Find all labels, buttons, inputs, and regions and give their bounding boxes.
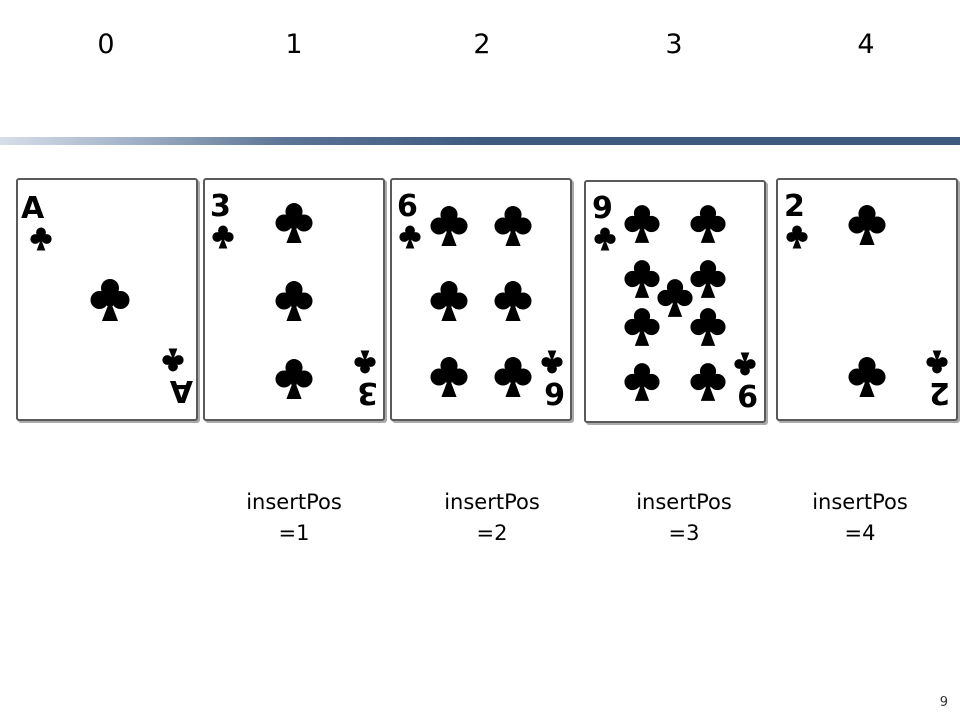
insert-pos-label-3: insertPos =3 xyxy=(604,487,764,549)
club-icon xyxy=(848,205,886,245)
card-rank-inverted: 3 xyxy=(357,375,378,410)
club-icon xyxy=(494,357,532,397)
insert-pos-name: insertPos xyxy=(246,490,342,514)
club-icon xyxy=(494,206,532,246)
club-icon xyxy=(275,203,313,243)
club-icon xyxy=(430,357,468,397)
club-icon xyxy=(430,281,468,321)
club-icon xyxy=(624,260,660,298)
club-icon xyxy=(690,363,726,401)
index-3: 3 xyxy=(665,29,683,60)
title-divider xyxy=(0,137,960,145)
card-rank: 3 xyxy=(210,189,231,224)
card-rank-inverted: 9 xyxy=(737,377,758,412)
card-rank: 6 xyxy=(397,189,418,224)
club-icon xyxy=(275,281,313,321)
club-icon xyxy=(690,205,726,243)
club-icon xyxy=(734,352,756,376)
index-4: 4 xyxy=(857,29,875,60)
club-icon xyxy=(541,350,563,374)
insert-pos-name: insertPos xyxy=(636,490,732,514)
club-icon xyxy=(90,279,130,321)
insert-pos-value: =4 xyxy=(844,521,876,545)
club-icon xyxy=(624,308,660,346)
club-icon xyxy=(212,225,234,249)
card-rank-inverted: A xyxy=(169,373,193,408)
club-icon xyxy=(354,350,376,374)
card-nine-of-clubs: 9 9 xyxy=(584,180,766,423)
club-icon xyxy=(594,227,616,251)
club-icon xyxy=(848,357,886,397)
insert-pos-value: =2 xyxy=(476,521,508,545)
club-icon xyxy=(399,225,421,249)
insert-pos-name: insertPos xyxy=(812,490,908,514)
club-icon xyxy=(624,205,660,243)
insert-pos-name: insertPos xyxy=(444,490,540,514)
insert-pos-label-4: insertPos =4 xyxy=(780,487,940,549)
card-rank-inverted: 6 xyxy=(544,375,565,410)
card-rank: 2 xyxy=(784,189,805,224)
card-ace-of-clubs: A A xyxy=(16,178,198,421)
club-icon xyxy=(690,260,726,298)
insert-pos-label-1: insertPos =1 xyxy=(214,487,374,549)
club-icon xyxy=(657,279,693,317)
insert-pos-value: =3 xyxy=(668,521,700,545)
insert-pos-label-2: insertPos =2 xyxy=(412,487,572,549)
club-icon xyxy=(275,359,313,399)
club-icon xyxy=(430,206,468,246)
insert-pos-value: =1 xyxy=(278,521,310,545)
index-1: 1 xyxy=(285,29,303,60)
card-rank: A xyxy=(21,191,45,226)
page-number: 9 xyxy=(939,695,948,710)
card-three-of-clubs: 3 3 xyxy=(203,178,385,421)
index-2: 2 xyxy=(473,29,491,60)
card-rank: 9 xyxy=(592,191,613,226)
club-icon xyxy=(162,348,184,372)
club-icon xyxy=(786,225,808,249)
club-icon xyxy=(624,363,660,401)
club-icon xyxy=(690,308,726,346)
card-six-of-clubs: 6 6 xyxy=(390,178,572,421)
club-icon xyxy=(926,350,948,374)
club-icon xyxy=(30,227,52,251)
card-rank-inverted: 2 xyxy=(929,375,950,410)
index-0: 0 xyxy=(97,29,115,60)
club-icon xyxy=(494,281,532,321)
card-two-of-clubs: 2 2 xyxy=(776,178,958,421)
